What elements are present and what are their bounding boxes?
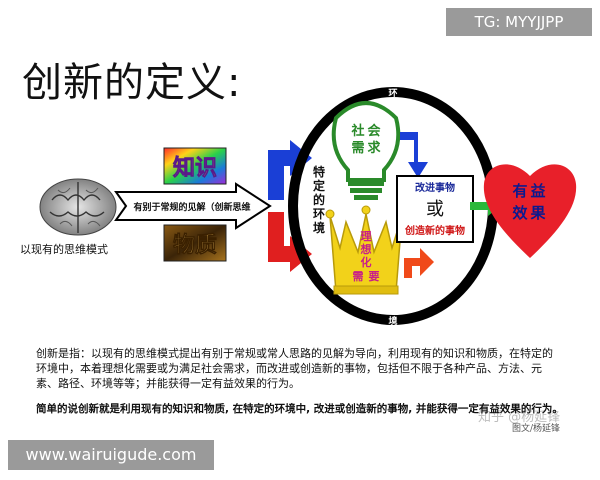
matter-label: 物质 xyxy=(173,232,217,258)
definition-paragraph: 创新是指：以现有的思维模式提出有别于常规或常人思路的见解为导向，利用现有的知识和… xyxy=(36,347,553,390)
page-title: 创新的定义: xyxy=(22,60,242,106)
zhihu-watermark: 知乎 @杨延锋 xyxy=(478,410,561,425)
ideal-need-label: 理想化需要 xyxy=(353,230,380,283)
ideal-need-label-char: 理 xyxy=(361,230,372,243)
or-label: 或 xyxy=(426,199,444,220)
social-demand-label: 社会需求 xyxy=(350,123,381,156)
image-credit: 图文/杨延锋 xyxy=(512,424,561,434)
ideal-need-label-char: 化 xyxy=(361,255,372,269)
environment-label-char: 环 xyxy=(313,207,325,221)
environment-label: 特定的环境 xyxy=(313,164,325,235)
matter-block xyxy=(163,224,227,262)
knowledge-block xyxy=(163,147,227,185)
beneficial-effect-label-char: 果 xyxy=(529,204,546,222)
ideal-need-label-char: 要 xyxy=(369,270,380,283)
social-demand-label-char: 会 xyxy=(367,123,381,139)
heart-icon xyxy=(483,164,577,258)
social-demand-label-char: 社 xyxy=(350,123,364,139)
brain-icon xyxy=(39,178,117,236)
watermark-url-tag: www.wairuigude.com xyxy=(8,440,214,470)
social-demand-label-char: 需 xyxy=(351,141,364,156)
improve-things-label: 改进事物 xyxy=(415,181,455,194)
environment-label-char: 的 xyxy=(313,192,325,207)
orange-curve-arrow xyxy=(404,248,434,278)
ideal-need-label-char: 需 xyxy=(353,270,364,283)
environment-label-char: 定 xyxy=(313,178,325,193)
ring-bottom-label: 境 xyxy=(388,315,397,327)
result-box xyxy=(396,175,474,243)
watermark-tag-top: TG: MYYJJPP xyxy=(446,8,592,36)
environment-label-char: 境 xyxy=(313,220,325,235)
create-new-label: 创造新的事物 xyxy=(404,224,465,237)
lightbulb-icon xyxy=(331,101,401,200)
summary-line: 简单的说创新就是利用现有的知识和物质, 在特定的环境中, 改进或创造新的事物, … xyxy=(36,403,563,415)
brain-caption: 以现有的思维模式 xyxy=(20,243,108,256)
social-demand-label-char: 求 xyxy=(367,140,381,156)
innovative-thinking-arrow xyxy=(114,182,272,230)
ideal-need-label-char: 想 xyxy=(360,242,372,256)
blue-curve-arrow xyxy=(400,132,428,178)
ring-top-label: 环 xyxy=(388,88,397,99)
beneficial-effect-label-char: 效 xyxy=(512,204,528,222)
knowledge-label: 知识 xyxy=(173,155,217,181)
environment-label-char: 特 xyxy=(313,164,325,179)
beneficial-effect-label: 有益效果 xyxy=(512,182,546,222)
beneficial-effect-label-char: 益 xyxy=(530,182,545,200)
crown-icon xyxy=(325,205,407,295)
innovative-thinking-text: 有别于常规的见解（创新思维 xyxy=(133,201,250,213)
beneficial-effect-label-char: 有 xyxy=(512,182,527,200)
